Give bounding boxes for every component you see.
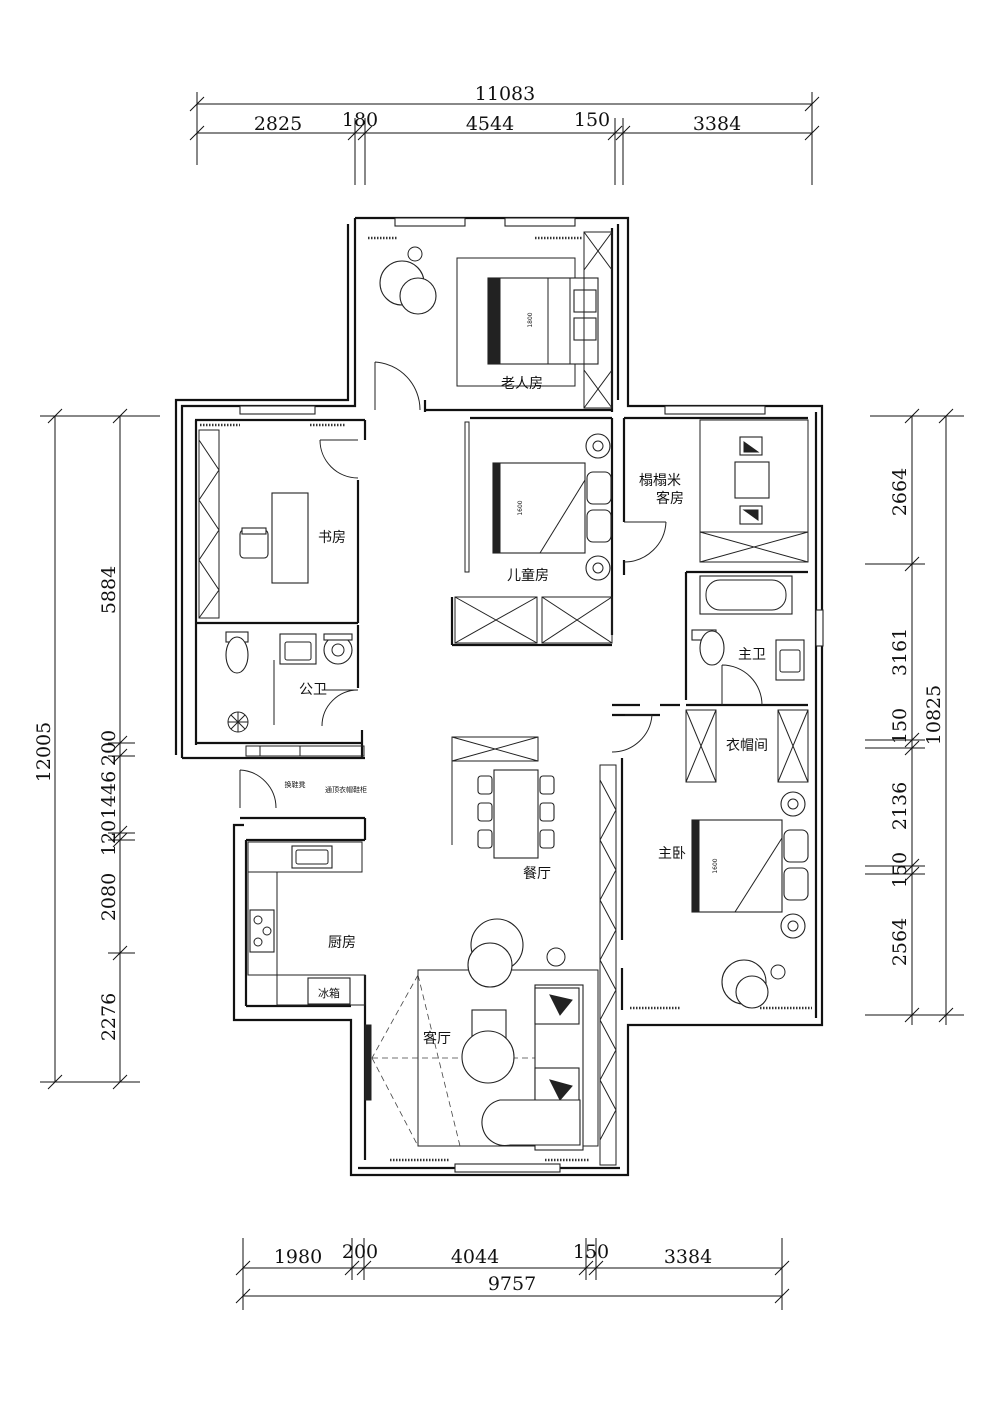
- doors: [239, 361, 763, 809]
- room-label-master-bedroom: 主卧: [658, 846, 686, 862]
- dimension-bottom: 1980 200 4044 150 3384 9757: [235, 1238, 790, 1310]
- public-bath-fixtures: [225, 631, 353, 733]
- room-label-study: 书房: [318, 530, 346, 546]
- dim-right-4: 2136: [889, 782, 911, 830]
- master-bedroom-furniture: 1600: [691, 791, 809, 1009]
- room-label-master-bath: 主卫: [738, 647, 766, 663]
- dim-top-4: 150: [574, 109, 610, 131]
- dim-left-6: 2276: [98, 993, 120, 1041]
- label-shoe-bench: 换鞋凳: [285, 780, 306, 789]
- curtains: [200, 236, 812, 1162]
- elderly-room-furniture: 1800: [379, 231, 613, 409]
- room-label-kitchen: 厨房: [328, 935, 356, 951]
- room-label-children: 儿童房: [507, 567, 549, 584]
- entry-cabinet: [245, 745, 365, 757]
- dimension-right: 2664 3161 150 10825 2136 150 2564: [865, 408, 964, 1025]
- room-label-guest: 客房: [656, 490, 684, 507]
- dining-furniture: [451, 736, 617, 1166]
- dim-bottom-3: 4044: [451, 1246, 499, 1268]
- dim-left-3: 1446: [98, 771, 120, 819]
- dim-top-2: 180: [342, 109, 378, 131]
- dim-right-5: 150: [889, 852, 911, 888]
- dim-bottom-4: 150: [573, 1241, 609, 1263]
- cloakroom-furniture: [685, 709, 809, 783]
- room-label-dining: 餐厅: [523, 866, 551, 882]
- kitchen-furniture: 冰箱: [247, 841, 366, 1006]
- dim-right-total: 10825: [923, 685, 945, 745]
- living-room-furniture: [364, 918, 599, 1151]
- dimension-left: 12005 5884 200 1446 120 2080 2276: [33, 408, 160, 1090]
- label-fridge: 冰箱: [318, 986, 340, 1000]
- dim-bottom-1: 1980: [274, 1246, 322, 1268]
- dim-left-1: 5884: [98, 566, 120, 614]
- dim-right-1: 2664: [889, 468, 911, 516]
- dim-right-6: 2564: [889, 918, 911, 966]
- master-bath-fixtures: [691, 575, 805, 681]
- dim-top-1: 2825: [254, 113, 302, 135]
- dim-left-4: 120: [98, 820, 120, 856]
- label-entry-cabinet: 通顶衣帽鞋柜: [325, 785, 367, 794]
- dim-top-3: 4544: [466, 113, 514, 135]
- dim-bottom-5: 3384: [664, 1246, 712, 1268]
- dim-bottom-total: 9757: [488, 1273, 536, 1295]
- room-label-living: 客厅: [423, 1030, 451, 1047]
- children-room-furniture: 1600: [454, 421, 613, 644]
- dim-right-3: 150: [889, 708, 911, 744]
- room-label-cloakroom: 衣帽间: [726, 738, 768, 754]
- room-label-tatami: 榻榻米: [639, 473, 681, 489]
- dim-top-5: 3384: [693, 113, 741, 135]
- room-label-public-bath: 公卫: [299, 682, 327, 698]
- children-bed-size: 1600: [517, 500, 524, 515]
- master-bed-size: 1600: [712, 858, 719, 873]
- dim-right-2: 3161: [889, 628, 911, 676]
- outer-walls: [174, 216, 824, 1177]
- dimension-top: 11083 2825 180 4544 150 3384: [189, 83, 820, 185]
- dim-top-total: 11083: [475, 83, 535, 105]
- elderly-bed-size: 1800: [527, 312, 534, 327]
- dim-bottom-2: 200: [342, 1241, 378, 1263]
- room-label-elderly: 老人房: [501, 376, 543, 392]
- dim-left-5: 2080: [98, 873, 120, 921]
- tatami-guest-furniture: [699, 419, 809, 563]
- study-furniture: [198, 429, 309, 619]
- windows: [239, 217, 824, 1173]
- dim-left-total: 12005: [33, 722, 55, 782]
- dim-left-2: 200: [98, 730, 120, 766]
